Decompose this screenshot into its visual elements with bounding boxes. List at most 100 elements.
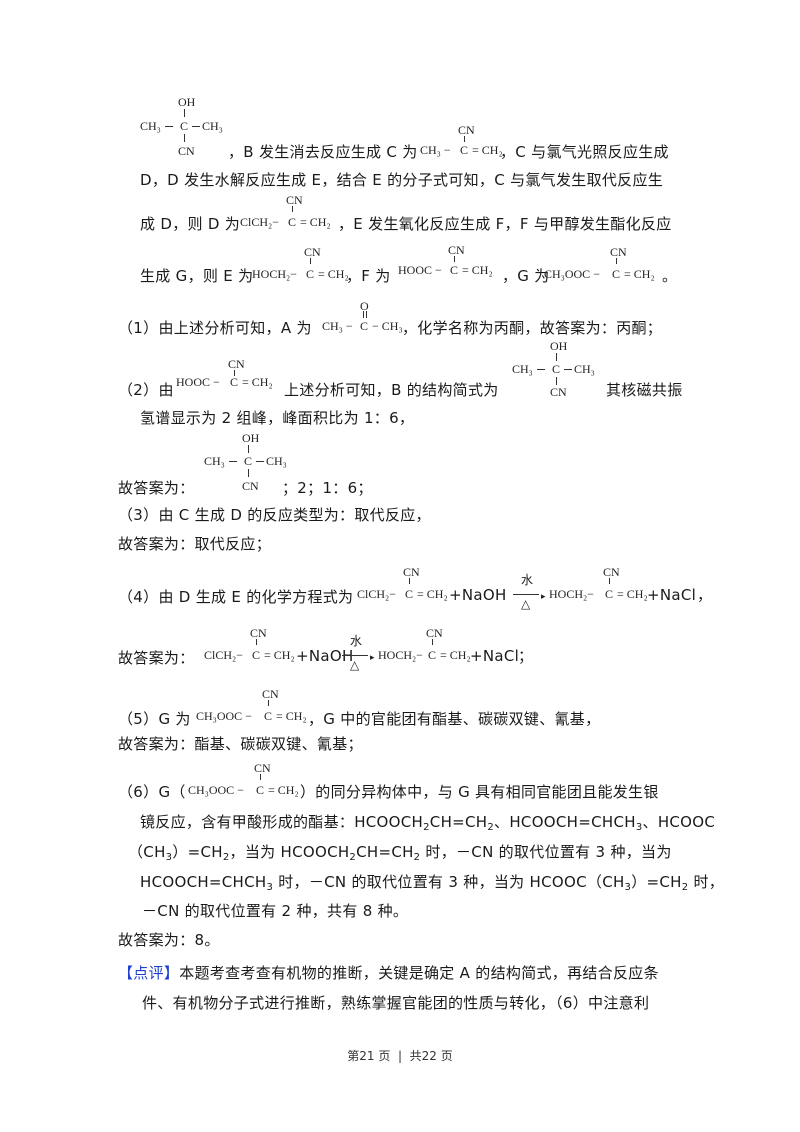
text-line: 故答案为：8。 — [118, 930, 220, 950]
cn-label: CN — [426, 626, 443, 640]
text-span: （CH — [128, 843, 166, 861]
text-span: 故答案为：酯基、碳碳双键、氰基； — [118, 735, 363, 753]
text-span: 、HCOOCH=CHCH — [494, 813, 636, 831]
page-footer: 第21 页 | 共22 页 — [0, 1047, 800, 1064]
hooc-label: HOOC − — [398, 263, 442, 277]
text-span: 。 — [662, 267, 678, 285]
text-line: ，化学名称为丙酮，故答案为：丙酮； — [402, 318, 662, 338]
text-line: （5）G 为 — [118, 709, 191, 729]
text-line: 件、有机物分子式进行推断，熟练掌握官能团的性质与转化，（6）中注意利 — [142, 993, 649, 1013]
text-span: 成 D，则 D 为 — [140, 215, 241, 233]
ch3-label: − CH₃ — [372, 319, 403, 333]
water-condition: 水 — [521, 573, 534, 587]
punct: ； — [518, 647, 534, 665]
oh-label: OH — [242, 431, 260, 445]
heat-condition: △ — [521, 597, 531, 611]
text-span: ；2；1：6； — [282, 479, 373, 497]
text-line: 上述分析可知，B 的结构简式为 — [284, 380, 499, 400]
text-line: （3）由 C 生成 D 的反应类型为：取代反应， — [118, 505, 431, 525]
text-span: ，B 发生消去反应生成 C 为 — [228, 143, 418, 161]
text-line: ）的同分异构体中，与 G 具有相同官能团且能发生银 — [300, 782, 659, 802]
ch2-label: = CH₂ — [318, 267, 349, 281]
ch2-label: = CH₂ — [440, 648, 471, 662]
subscript: 3 — [165, 852, 173, 863]
naoh-label: +NaOH — [296, 647, 354, 665]
text-span: ，F 为 — [346, 267, 391, 285]
text-span: （5）G 为 — [118, 710, 191, 728]
c-label: C — [612, 267, 621, 281]
text-span: 时， — [688, 873, 725, 891]
review-paragraph: 【点评】本题考查考查有机物的推断，关键是确定 A 的结构简式，再结合反应条 — [118, 963, 659, 983]
c-label: C — [405, 587, 414, 601]
text-span: ，G 中的官能团有酯基、碳碳双键、氰基， — [308, 710, 601, 728]
ch2-label: = CH₂ — [264, 648, 295, 662]
text-line: D，D 发生水解反应生成 E，结合 E 的分子式可知，C 与氯气发生取代反应生 — [140, 170, 663, 190]
nacl-label: +NaCl — [470, 647, 520, 665]
text-span: ，化学名称为丙酮，故答案为：丙酮； — [402, 319, 663, 337]
ch3ooc-label: CH₃OOC − — [544, 267, 600, 281]
ch3ooc-label: CH₃OOC − — [188, 783, 244, 797]
cn-label: CN — [242, 479, 259, 493]
subscript: 2 — [222, 852, 230, 863]
cn-label: CN — [286, 193, 303, 207]
text-line: 其核磁共振 — [606, 380, 683, 400]
subscript: 3 — [266, 882, 274, 893]
ch3-label: CH₃ − — [322, 319, 353, 333]
clch2-label: ClCH₂− — [240, 215, 279, 229]
text-span: （3）由 C 生成 D 的反应类型为：取代反应， — [118, 506, 431, 524]
cn-label: CN — [262, 687, 279, 701]
ch3-label: CH₃ — [266, 454, 287, 468]
text-span: ）=CH — [172, 843, 223, 861]
text-span: 时，－CN 的取代位置有 3 种，当为 HCOOC（CH — [273, 873, 625, 891]
c-label: C — [252, 648, 261, 662]
text-span: CH=CH — [429, 813, 488, 831]
c-label: C — [360, 319, 369, 333]
page-number: 第21 页 | 共22 页 — [347, 1049, 453, 1063]
text-span: CH=CH — [356, 843, 414, 861]
cn-label: CN — [228, 357, 245, 371]
cn-label: CN — [458, 123, 475, 137]
review-label: 【点评】 — [118, 964, 180, 982]
text-line: ，G 为 — [502, 266, 550, 286]
text-line: ，G 中的官能团有酯基、碳碳双键、氰基， — [308, 709, 600, 729]
text-line: 故答案为：酯基、碳碳双键、氰基； — [118, 734, 363, 754]
text-span: 氢谱显示为 2 组峰，峰面积比为 1：6， — [140, 409, 415, 427]
clch2-label: ClCH₂− — [204, 648, 243, 662]
c-label: C — [460, 143, 469, 157]
text-span: ，G 为 — [502, 267, 550, 285]
hoch2-label: HOCH₂− — [252, 267, 297, 281]
text-line: 镜反应，含有甲酸形成的酯基：HCOOCH2CH=CH2、HCOOCH=CHCH3… — [140, 812, 715, 833]
ch2-label: = CH₂ — [276, 709, 307, 723]
text-line: （2）由 — [118, 380, 174, 400]
ch2-label: = CH₂ — [472, 143, 503, 157]
ch3-label: CH₃ — [574, 362, 595, 376]
c-label: C — [230, 375, 239, 389]
text-span: ）的同分异构体中，与 G 具有相同官能团且能发生银 — [300, 783, 659, 801]
water-condition: 水 — [350, 634, 363, 648]
text-span: 上述分析可知，B 的结构简式为 — [284, 381, 499, 399]
ch2-label: = CH₂ — [624, 267, 655, 281]
text-line: ，C 与氯气光照反应生成 — [500, 142, 669, 162]
text-line: －CN 的取代位置有 2 种，共有 8 种。 — [142, 901, 408, 921]
subscript: 3 — [635, 822, 643, 833]
text-span: ，当为 HCOOCH — [229, 843, 350, 861]
naoh-label: +NaOH — [449, 586, 507, 604]
c-label: C — [264, 709, 273, 723]
c-label: C — [552, 362, 561, 376]
text-span: （2）由 — [118, 381, 174, 399]
c-label: C — [288, 215, 297, 229]
subscript: 2 — [487, 822, 495, 833]
oh-label: OH — [550, 339, 568, 353]
c-label: C — [306, 267, 315, 281]
text-line: 成 D，则 D 为 — [140, 214, 240, 234]
text-span: 件、有机物分子式进行推断，熟练掌握官能团的性质与转化，（6）中注意利 — [142, 994, 650, 1012]
text-span: （1）由上述分析可知，A 为 — [118, 319, 312, 337]
cn-label: CN — [610, 245, 627, 259]
text-line: 生成 G，则 E 为 — [140, 266, 253, 286]
hoch2-label: HOCH₂− — [378, 648, 423, 662]
text-span: 镜反应，含有甲酸形成的酯基：HCOOCH — [140, 813, 424, 831]
heat-condition: △ — [350, 658, 360, 672]
subscript: 2 — [681, 882, 689, 893]
text-line: （6）G（ — [118, 782, 186, 802]
hoch2-label: HOCH₂− — [549, 587, 594, 601]
